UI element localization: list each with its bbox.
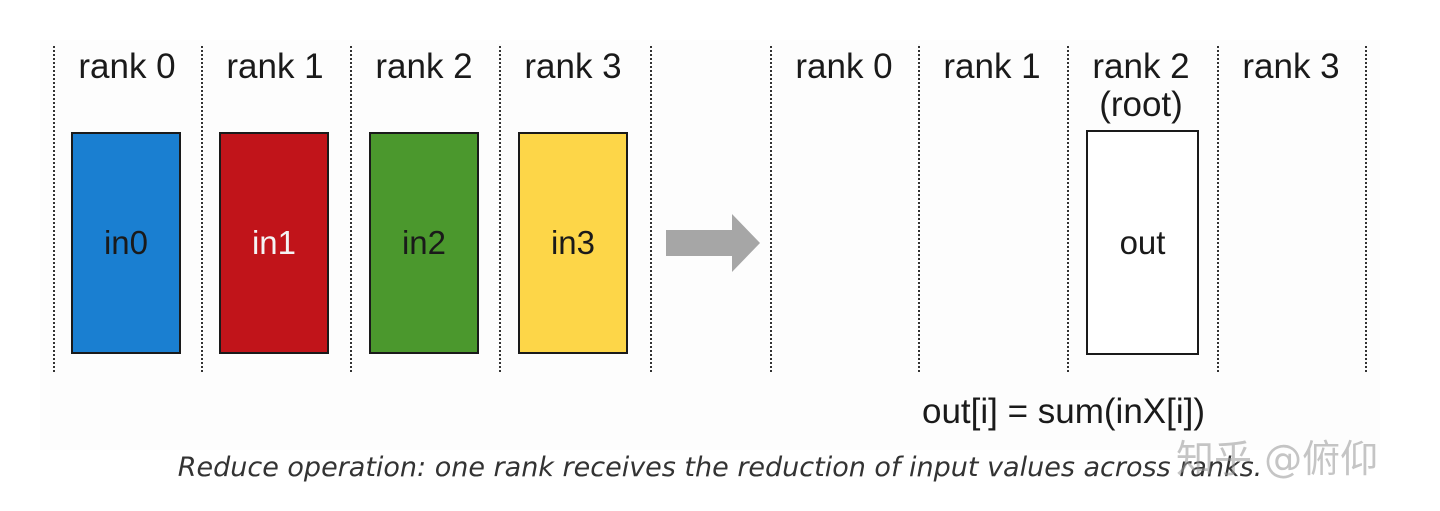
buffer-label: in3 — [550, 224, 596, 261]
rank-divider — [350, 46, 352, 372]
rank-divider — [650, 46, 652, 372]
before-rank-1-label: rank 1 — [226, 47, 324, 86]
after-rank-0-label: rank 0 — [795, 47, 893, 86]
input-buffer-in0: in0 — [71, 132, 181, 354]
rank-divider — [1067, 46, 1069, 372]
before-rank-0-label: rank 0 — [78, 47, 176, 86]
buffer-label: out — [1119, 223, 1166, 261]
buffer-label: in1 — [251, 224, 297, 261]
reduction-formula: out[i] = sum(inX[i]) — [922, 392, 1206, 431]
output-buffer-out: out — [1086, 130, 1199, 355]
rank-divider — [499, 46, 501, 372]
rank-divider — [1365, 46, 1367, 372]
before-rank-2-label: rank 2 — [375, 47, 473, 86]
watermark: 知乎 @俯仰 — [1176, 437, 1379, 481]
buffer-label: in2 — [401, 224, 447, 261]
rank-divider — [770, 46, 772, 372]
root-sublabel: (root) — [1099, 85, 1183, 124]
right-arrow-icon — [666, 214, 760, 272]
input-buffer-in2: in2 — [369, 132, 479, 354]
rank-divider — [1217, 46, 1219, 372]
rank-divider — [201, 46, 203, 372]
after-rank-2-label: rank 2 — [1092, 47, 1190, 86]
before-rank-3-label: rank 3 — [524, 47, 622, 86]
after-rank-3-label: rank 3 — [1242, 47, 1340, 86]
after-rank-1-label: rank 1 — [943, 47, 1041, 86]
rank-divider — [918, 46, 920, 372]
input-buffer-in3: in3 — [518, 132, 628, 354]
input-buffer-in1: in1 — [219, 132, 329, 354]
rank-divider — [53, 46, 55, 372]
figure-caption: Reduce operation: one rank receives the … — [177, 452, 1263, 483]
arrow-shape — [666, 214, 760, 272]
buffer-label: in0 — [103, 224, 149, 261]
